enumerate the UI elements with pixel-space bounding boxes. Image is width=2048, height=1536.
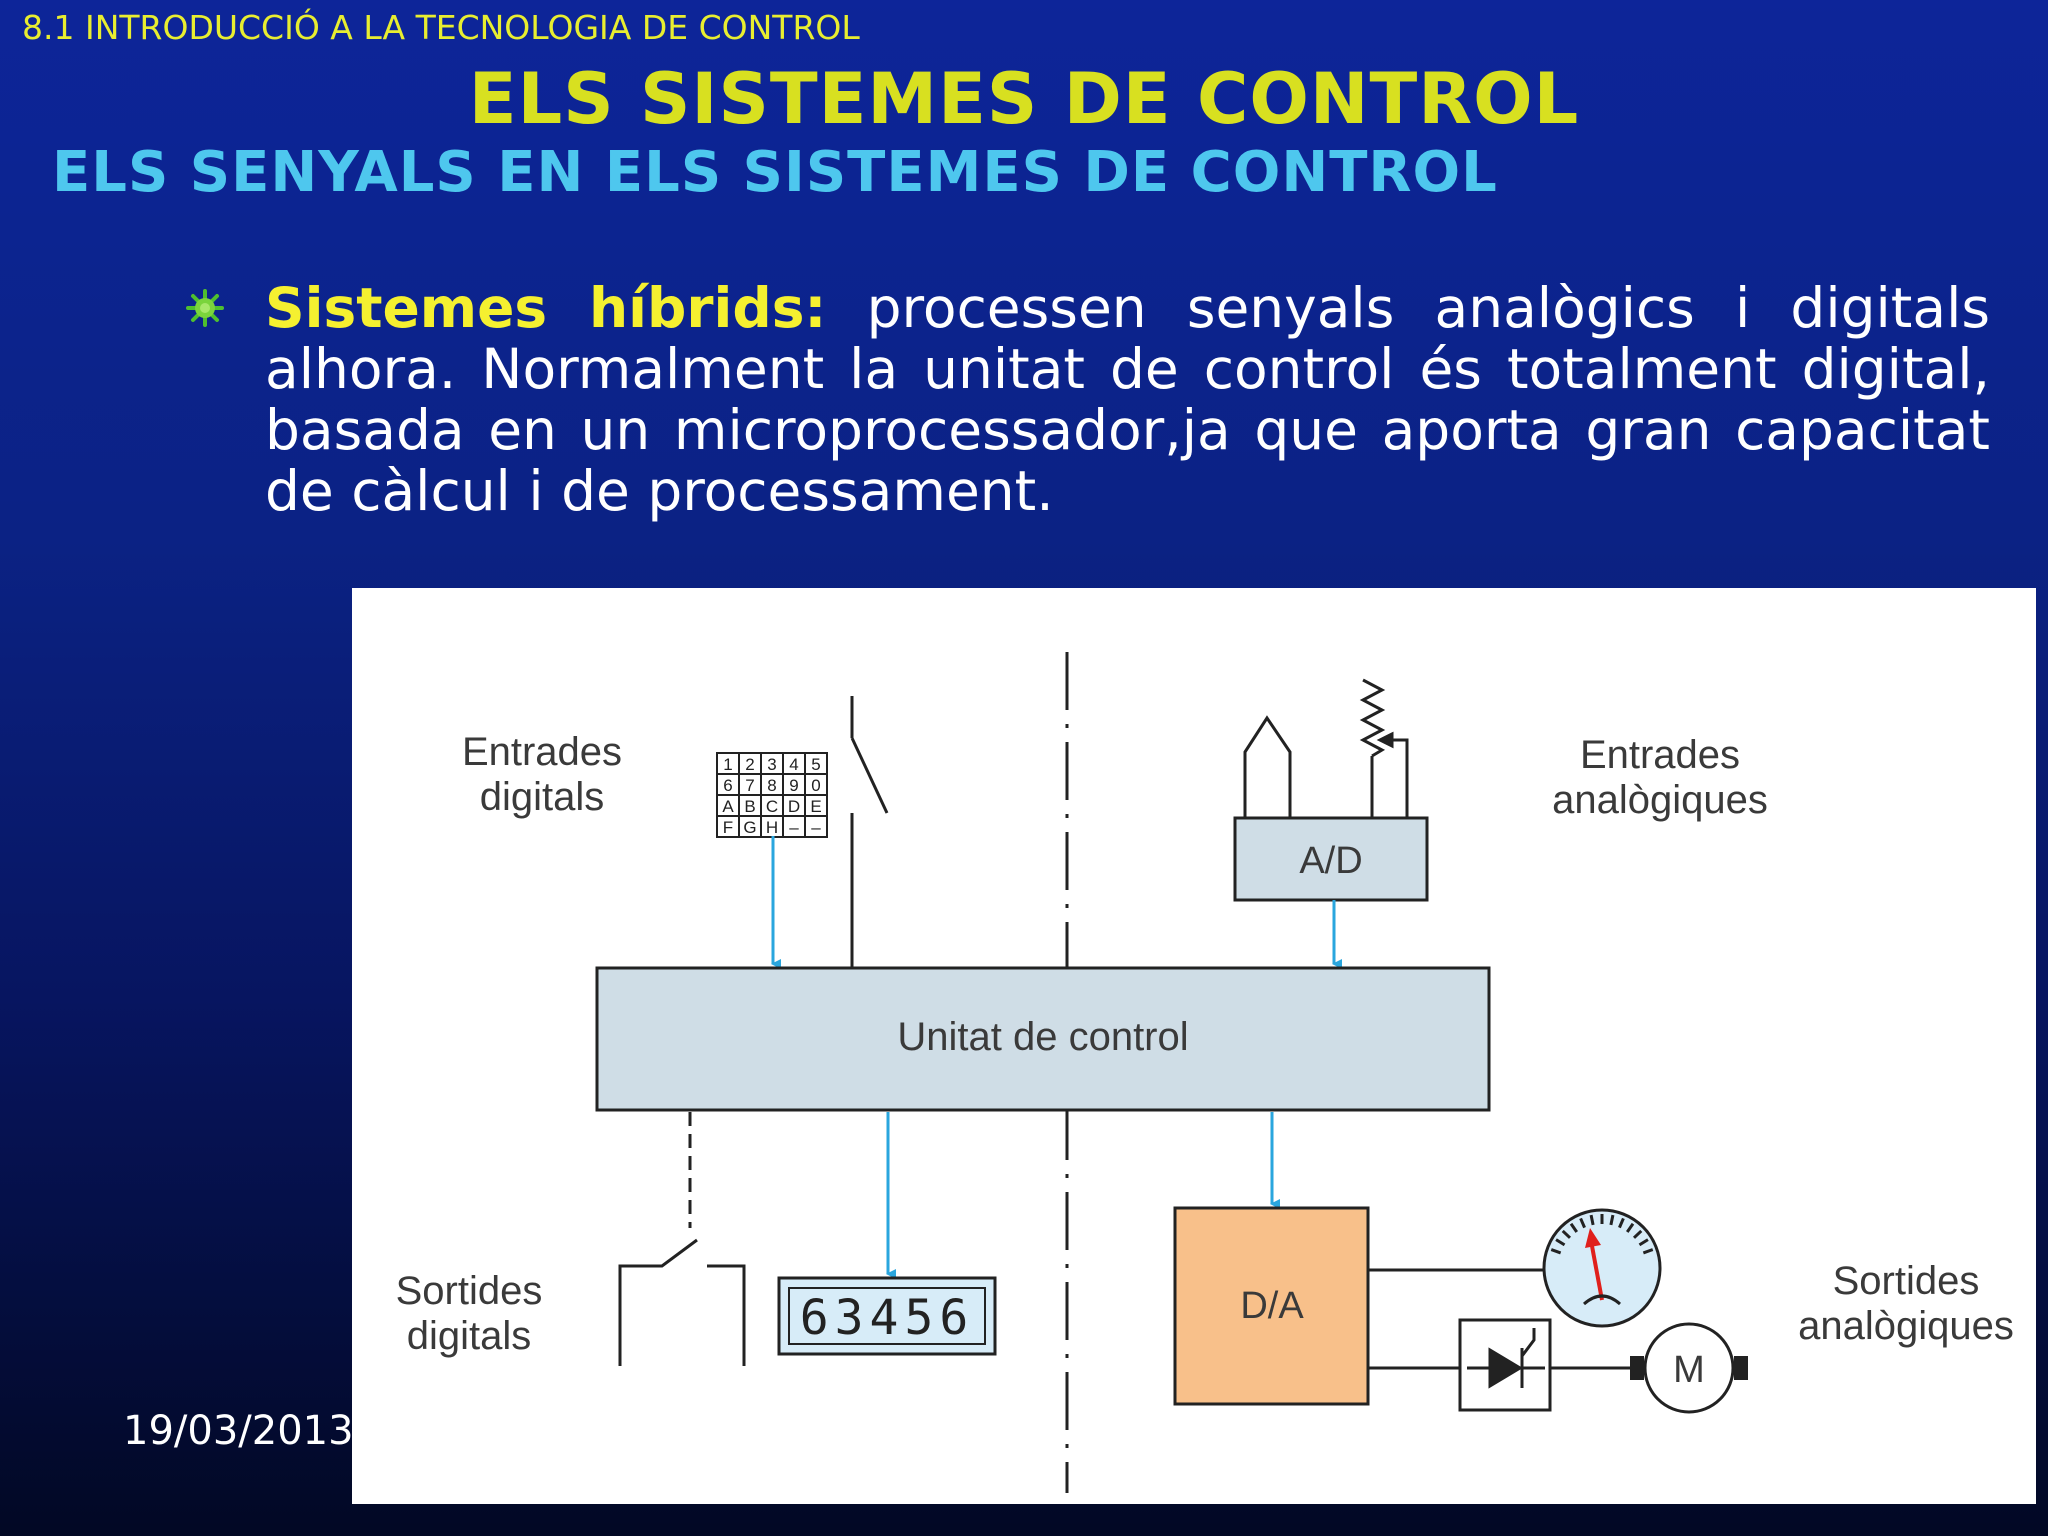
keypad-key-label: D	[788, 797, 800, 816]
label-analog-outputs-1: Sortides	[1833, 1259, 1980, 1303]
keypad-key-label: H	[766, 818, 778, 837]
keypad-key	[804, 815, 828, 838]
keypad-key-label: 8	[767, 776, 776, 795]
keypad-key-label: E	[810, 797, 821, 816]
slide-date: 19/03/2013	[123, 1408, 354, 1454]
gauge-tick	[1632, 1229, 1643, 1239]
keypad-key-label: 7	[745, 776, 754, 795]
output-wires	[1368, 1268, 1632, 1370]
dac-label: D/A	[1240, 1285, 1304, 1327]
label-digital-inputs-1: Entrades	[462, 730, 622, 774]
slide-title: ELS SISTEMES DE CONTROL	[468, 58, 1580, 140]
motor-label: M	[1673, 1349, 1705, 1391]
adc-block	[1233, 816, 1429, 902]
dac-block	[1173, 1206, 1370, 1406]
gauge-tick	[1626, 1222, 1635, 1233]
label-digital-outputs-1: Sortides	[396, 1269, 543, 1313]
adc-label: A/D	[1299, 840, 1362, 882]
keypad-key-label: F	[723, 818, 733, 837]
gauge-tick	[1618, 1217, 1625, 1229]
motor-icon: M	[1630, 1322, 1748, 1414]
keypad-key-label: 3	[767, 755, 776, 774]
control-unit-label: Unitat de control	[897, 1015, 1188, 1059]
keypad-key-label: A	[722, 797, 734, 816]
gauge-tick	[1579, 1217, 1586, 1229]
potentiometer-icon	[1359, 678, 1409, 820]
label-analog-outputs-2: analògiques	[1798, 1304, 2014, 1348]
keypad-key-label: 4	[789, 755, 798, 774]
gauge-tick	[1550, 1248, 1562, 1255]
seven-segment-display: 63456	[777, 1276, 997, 1356]
temperature-sensor-icon	[1243, 715, 1292, 820]
slide-subtitle: ELS SENYALS EN ELS SISTEMES DE CONTROL	[52, 140, 1498, 205]
analog-gauge-icon	[1542, 1208, 1662, 1328]
keypad-key-label: 6	[723, 776, 732, 795]
control-unit-block	[595, 966, 1491, 1112]
keypad-key-label: 0	[811, 776, 820, 795]
section-heading: 8.1 INTRODUCCIÓ A LA TECNOLOGIA DE CONTR…	[22, 8, 860, 47]
gauge-tick	[1569, 1222, 1578, 1233]
hybrid-system-diagram: Entrades digitals Entrades analògiques S…	[352, 588, 2036, 1504]
gauge-tick	[1638, 1238, 1649, 1247]
bullet-paragraph: Sistemes híbrids: processen senyals anal…	[265, 278, 1990, 522]
digital-input-switch-icon	[850, 696, 889, 968]
keypad-key-label: G	[743, 818, 756, 837]
bullet-lead: Sistemes híbrids:	[265, 276, 827, 340]
keypad-key-label: B	[744, 797, 755, 816]
bullet-text: processen senyals analògics i digitals a…	[265, 276, 1991, 523]
digital-output-contact-icon	[618, 1112, 746, 1366]
gauge-tick	[1642, 1248, 1654, 1255]
label-analog-inputs-1: Entrades	[1580, 733, 1740, 777]
gauge-tick	[1589, 1214, 1595, 1226]
keypad-key-label: 5	[811, 755, 820, 774]
label-digital-inputs-2: digitals	[480, 775, 605, 819]
bullet-burst-icon	[186, 289, 224, 327]
display-readout: 63456	[800, 1290, 975, 1346]
keypad-key-label: 2	[745, 755, 754, 774]
keypad-key-label: 1	[723, 755, 732, 774]
label-analog-inputs-2: analògiques	[1552, 778, 1768, 822]
keypad-key-label: C	[766, 797, 778, 816]
keypad-key-label: –	[811, 818, 821, 837]
keypad-key-label: 9	[789, 776, 798, 795]
label-digital-outputs-2: digitals	[407, 1314, 532, 1358]
gauge-tick	[1561, 1229, 1572, 1239]
gauge-tick	[1609, 1214, 1615, 1226]
thyristor-icon	[1458, 1318, 1552, 1412]
keypad-key-label: –	[789, 818, 799, 837]
gauge-tick	[1555, 1238, 1566, 1247]
